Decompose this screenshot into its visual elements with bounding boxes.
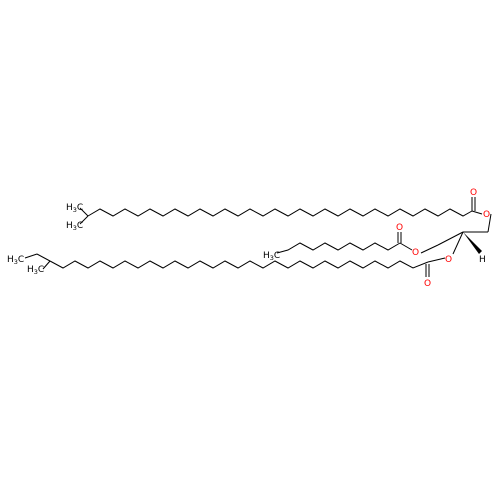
middle-fatty-acid-chain: [276, 232, 413, 254]
ch3-label-top-a: H3C: [66, 203, 83, 214]
ch3-label-middle: H3C: [263, 251, 280, 262]
glycerol-ch-o2-bond: [452, 231, 464, 255]
glycerol-ch-ch2-bond: [437, 231, 464, 246]
bottom-branch-methyl-bond: [42, 260, 51, 270]
top-chain-backbone: [87, 208, 473, 217]
bottom-fatty-acid-chain: [24, 253, 446, 277]
top-fatty-acid-chain: [79, 197, 483, 225]
glycerol-ch2-o3-bond: [420, 244, 439, 254]
ch3-label-top-b: H3C: [66, 221, 83, 232]
top-ester-c-o-bond: [471, 210, 483, 215]
oxygen-label-top-carbonyl: O: [470, 188, 477, 198]
middle-ester-c-o-bond: [399, 242, 413, 251]
bottom-branch-ethyl-bond-1: [36, 253, 51, 262]
glycerol-o1-ch2-bond: [487, 213, 492, 233]
bottom-chain-backbone: [49, 260, 429, 269]
oxygen-label-middle-carbonyl: O: [396, 223, 403, 233]
stereo-wedge-bond: [463, 232, 482, 254]
middle-chain-backbone: [276, 242, 401, 254]
oxygen-label-middle-ester: O: [412, 248, 419, 258]
ch3-label-bottom-a: H3C: [7, 255, 24, 266]
hydrogen-label-stereocenter: H: [479, 255, 486, 265]
ch3-label-bottom-b: H3C: [27, 265, 44, 276]
glycerol-backbone: [420, 213, 492, 255]
oxygen-label-top-ester: O: [483, 210, 490, 220]
bottom-ester-o-c-bond: [427, 257, 446, 263]
bottom-branch-ethyl-bond-2: [24, 253, 38, 259]
oxygen-label-bottom-ester: O: [445, 255, 452, 265]
oxygen-label-bottom-carbonyl: O: [424, 279, 431, 289]
top-branch-methyl-a-bond: [79, 207, 89, 217]
top-branch-methyl-b-bond: [79, 215, 89, 225]
